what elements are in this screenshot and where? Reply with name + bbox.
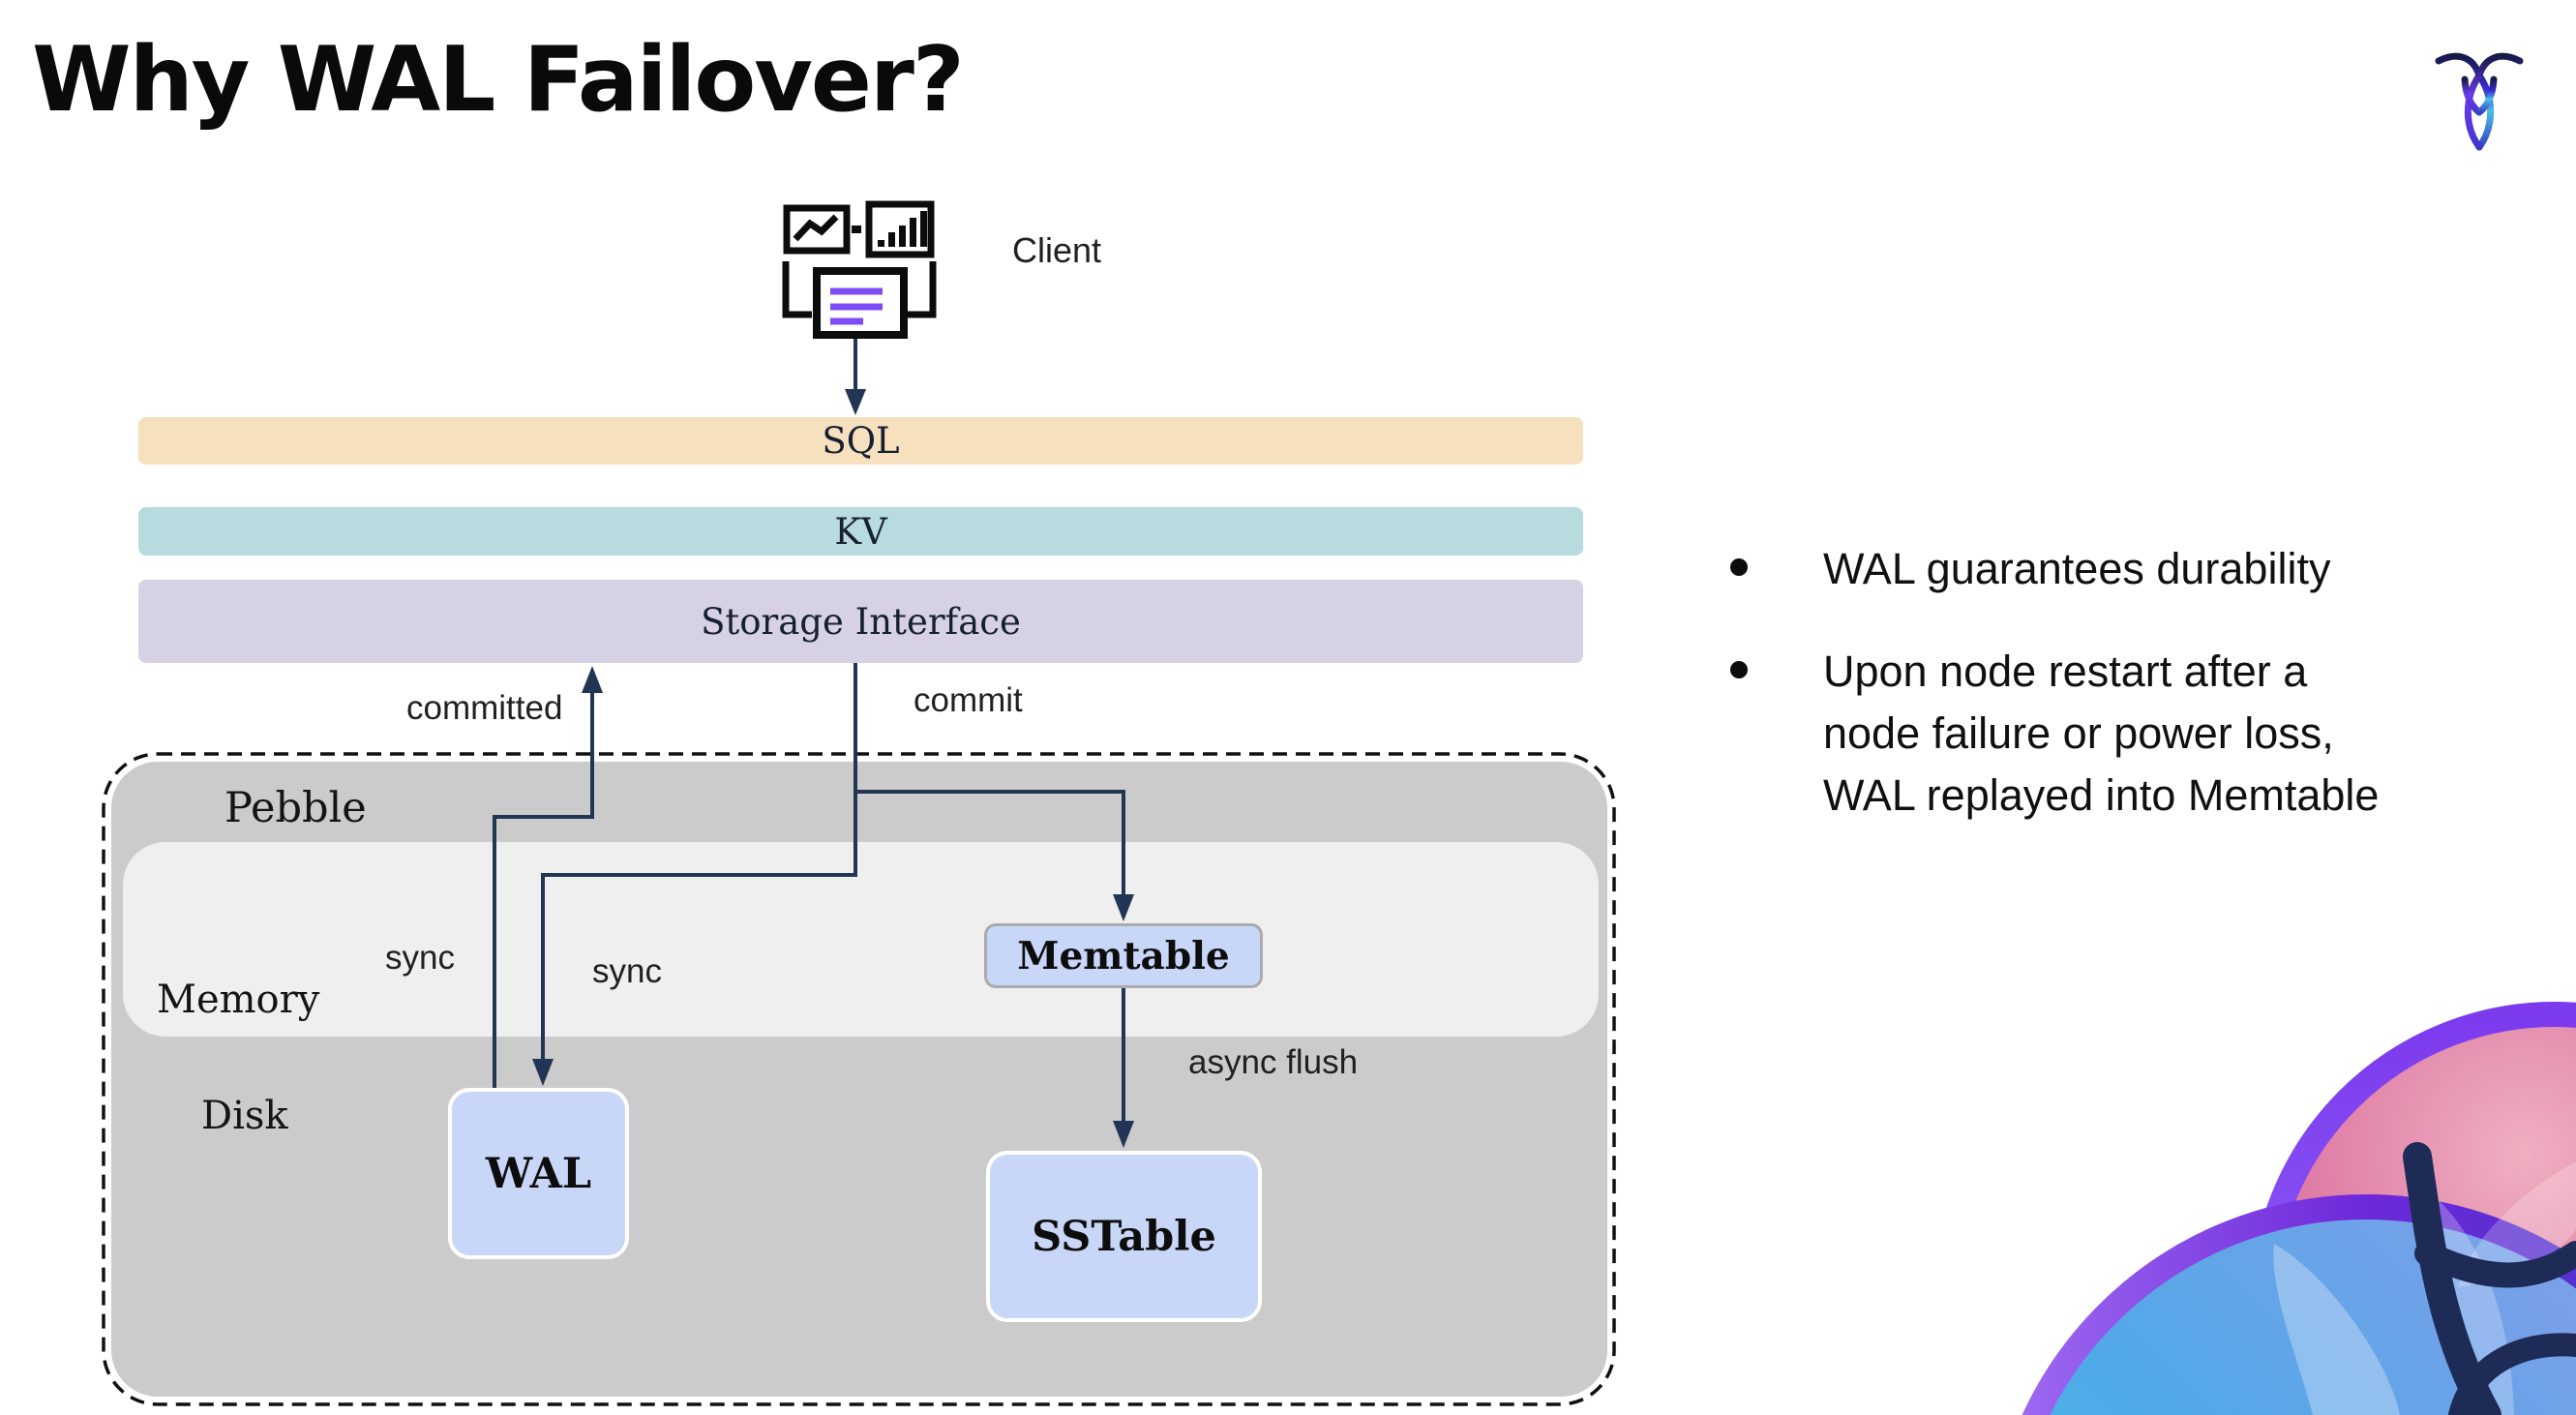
bullet-dot-icon [1730, 661, 1748, 678]
memtable-node-label: Memtable [1017, 933, 1230, 978]
layer-sql: SQL [138, 417, 1583, 465]
layer-kv: KV [138, 507, 1583, 556]
wal-node: WAL [448, 1088, 629, 1259]
bullet-line: Upon node restart after a [1823, 647, 2308, 696]
bullet-dot-icon [1730, 558, 1748, 576]
layer-storage-label: Storage Interface [701, 600, 1021, 643]
sstable-node-label: SSTable [1032, 1212, 1216, 1261]
layer-kv-label: KV [834, 510, 887, 553]
memory-label: Memory [157, 978, 320, 1022]
sstable-node: SSTable [986, 1151, 1262, 1322]
sync-right-edge-label: sync [592, 952, 662, 990]
async-flush-edge-label: async flush [1188, 1043, 1359, 1081]
decoration-spheres [2022, 1002, 2576, 1415]
bullet-text: WAL guarantees durability [1823, 538, 2330, 600]
commit-edge-label: commit [914, 681, 1023, 719]
bullet-item: Upon node restart after a node failure o… [1724, 641, 2499, 827]
bullet-line: node failure or power loss, [1823, 708, 2334, 758]
layer-sql-label: SQL [822, 420, 900, 462]
decoration-art [2022, 1002, 2576, 1415]
sync-left-edge-label: sync [385, 939, 455, 977]
disk-label: Disk [201, 1094, 288, 1138]
cockroachdb-logo-icon [2435, 52, 2524, 151]
bullet-line: WAL replayed into Memtable [1823, 770, 2380, 820]
memory-zone [123, 842, 1599, 1037]
committed-edge-label: committed [406, 689, 563, 727]
bullet-text: Upon node restart after a node failure o… [1823, 641, 2379, 827]
bullet-item: WAL guarantees durability [1724, 538, 2499, 600]
wal-node-label: WAL [485, 1149, 592, 1198]
client-icon [782, 200, 937, 339]
client-label: Client [1012, 230, 1102, 270]
bullet-line: WAL guarantees durability [1823, 544, 2331, 593]
bullet-list: WAL guarantees durability Upon node rest… [1724, 538, 2499, 867]
memtable-node: Memtable [984, 923, 1263, 988]
slide-title: Why WAL Failover? [32, 27, 965, 132]
layer-storage-interface: Storage Interface [138, 580, 1583, 663]
pebble-label: Pebble [225, 784, 367, 832]
